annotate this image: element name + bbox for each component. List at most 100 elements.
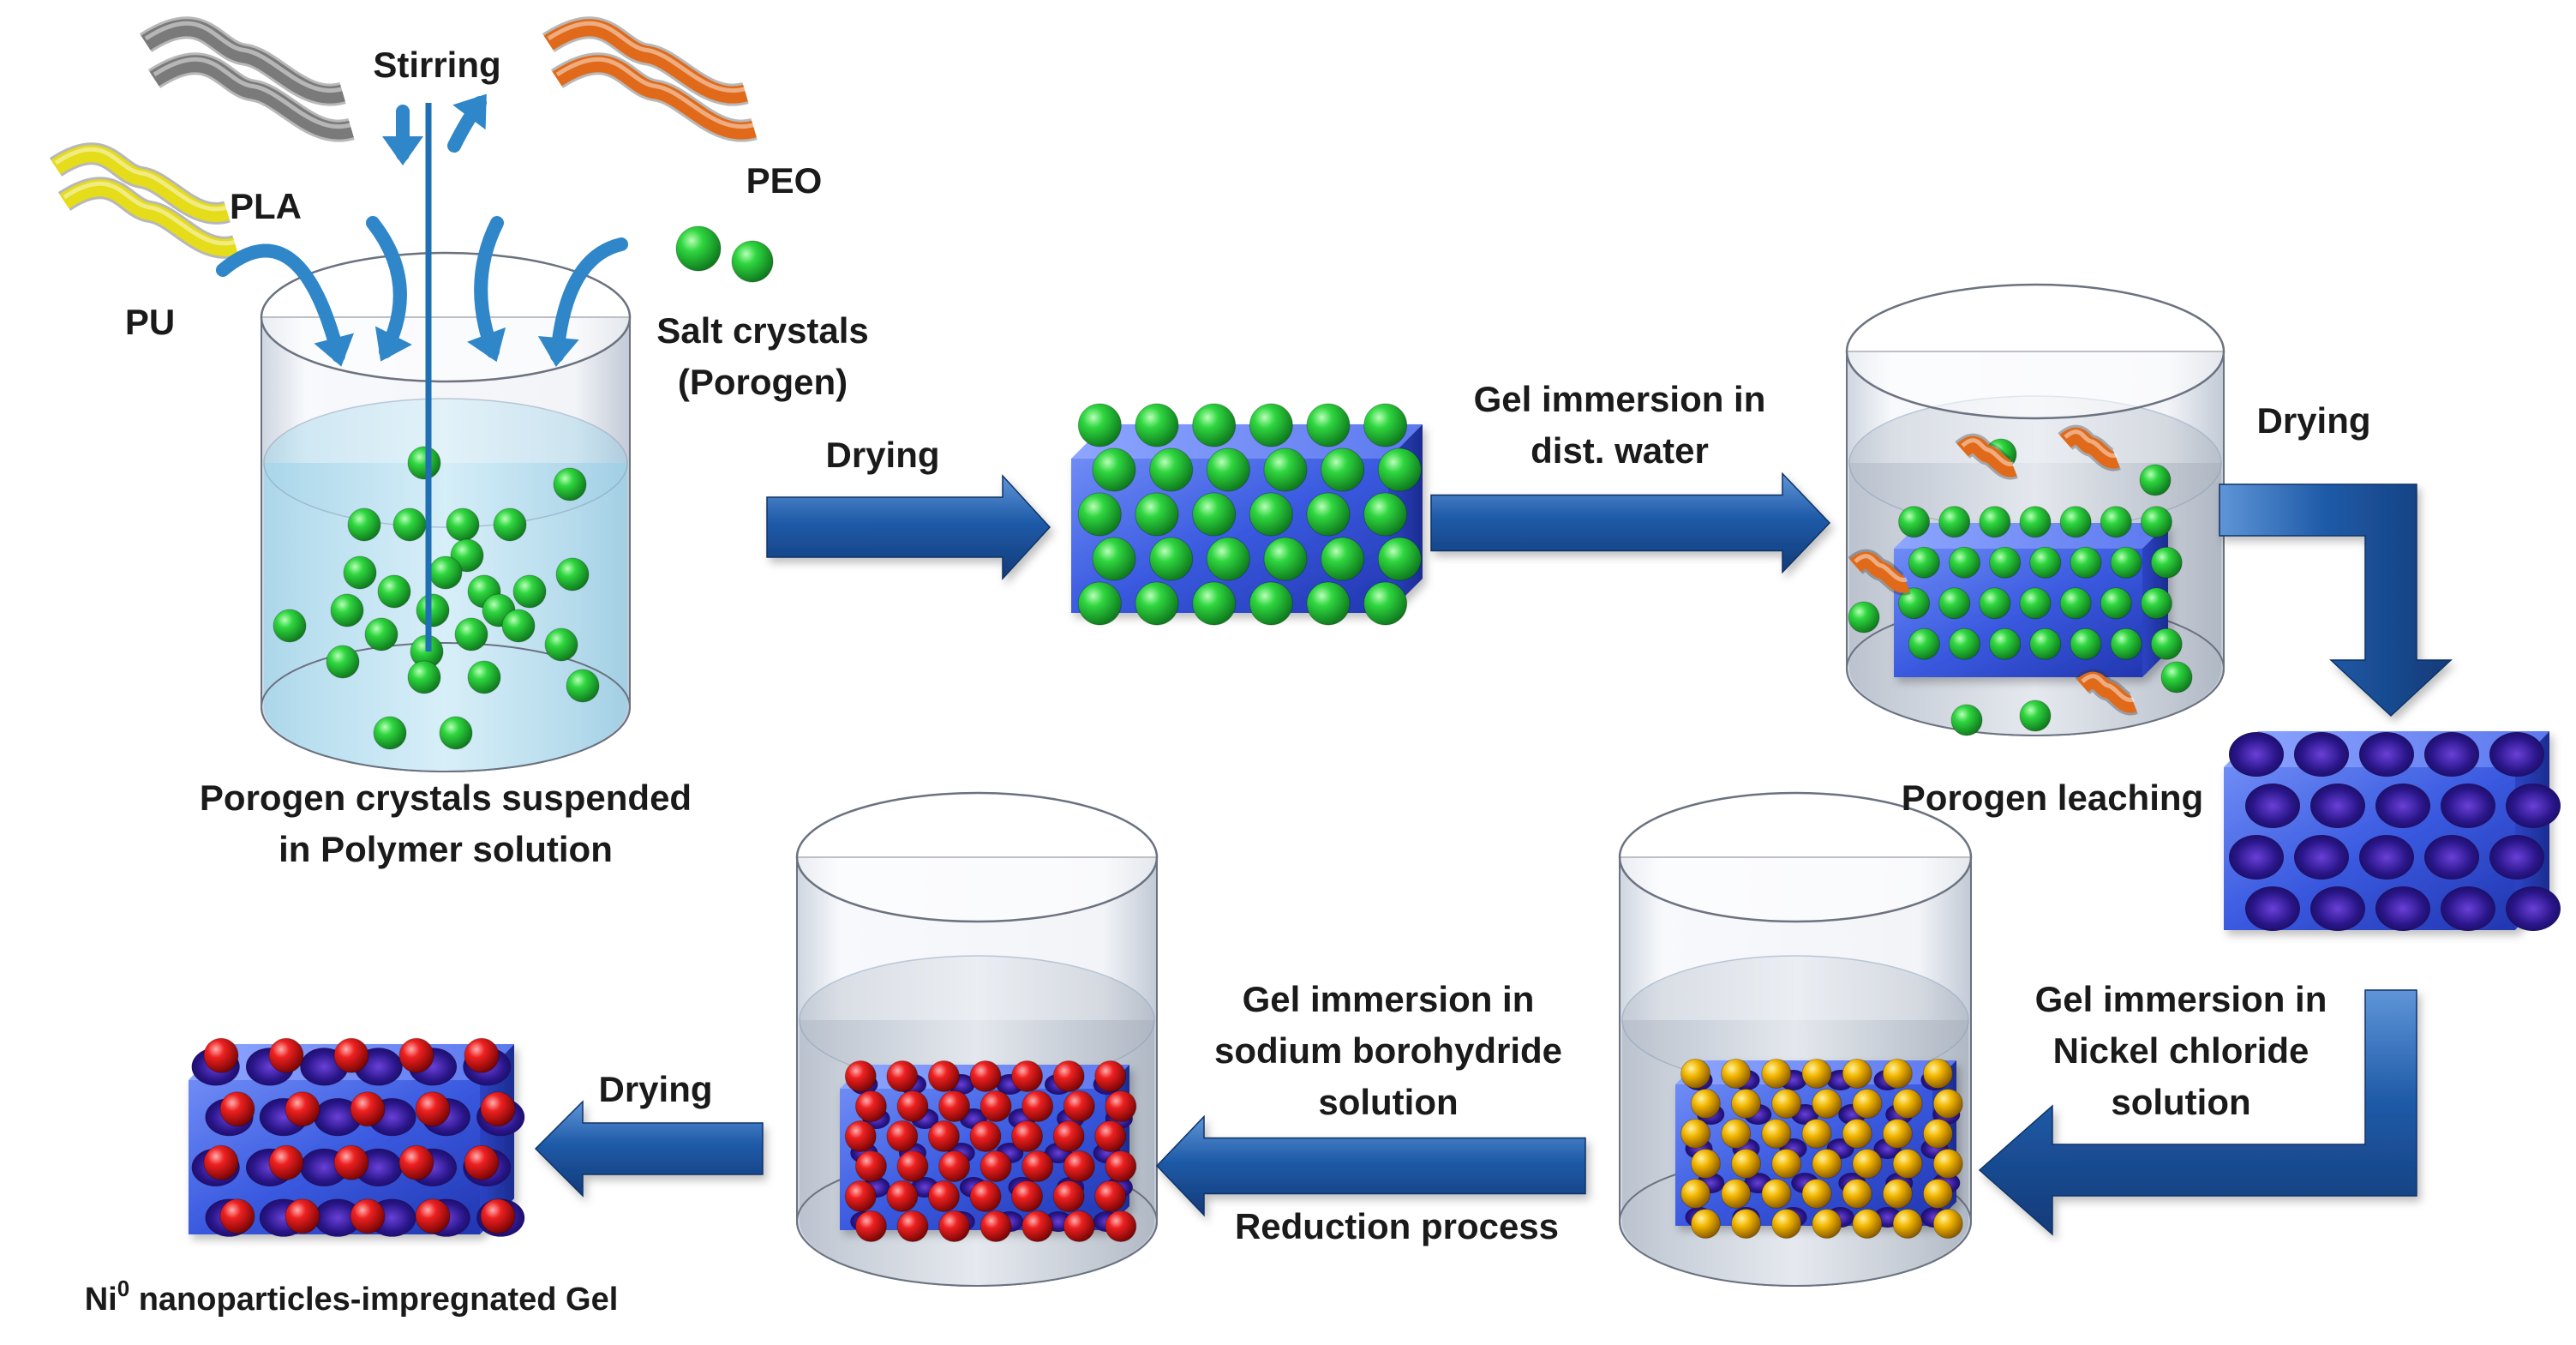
pore: [2310, 784, 2365, 828]
leaching-salt-sphere: [2110, 546, 2142, 579]
nickel-salt-sphere: [1852, 1149, 1883, 1179]
salt-crystal-source: [675, 225, 722, 272]
arrow-drying-1: [766, 474, 1051, 580]
leaching-peo-2: [2058, 424, 2121, 471]
pore: [2294, 732, 2349, 777]
leached-salt-crystal: [2139, 464, 2172, 496]
label-stirring: Stirring: [373, 45, 500, 85]
gel-salt-sphere: [1249, 403, 1293, 447]
gel-porous-side-face: [2515, 731, 2549, 930]
nickel-salt-sphere: [1731, 1149, 1761, 1179]
nickel-salt-sphere: [1892, 1149, 1923, 1179]
add-arrow-pu-head: [314, 333, 355, 367]
nickel-salt-sphere: [1721, 1179, 1752, 1209]
pore: [2489, 835, 2544, 880]
nickel-salt-sphere: [1801, 1179, 1832, 1209]
gel-salt-sphere: [1077, 581, 1122, 626]
arrow-drying-1-shape: [766, 474, 1051, 580]
nickel-nanoparticle: [1011, 1060, 1044, 1092]
nickel-nanoparticle: [927, 1060, 960, 1092]
leaching-salt-sphere: [2150, 546, 2183, 579]
nickel-salt-sphere: [1882, 1059, 1913, 1089]
nickel-salt-sphere: [1882, 1119, 1913, 1149]
leaching-salt-sphere: [1938, 506, 1971, 538]
polymer-pla-2-highlight: [153, 57, 352, 129]
pore: [2489, 732, 2544, 777]
nickel-nanoparticle: [927, 1180, 960, 1212]
nickel-nanoparticle: [1052, 1120, 1085, 1152]
leaching-salt-sphere: [2140, 587, 2172, 620]
nickel-salt-sphere: [1680, 1179, 1711, 1209]
label-salt-line2: (Porogen): [678, 362, 848, 402]
label-final-ni: Ni: [85, 1282, 117, 1318]
nickel-nanoparticle: [1021, 1150, 1054, 1182]
pore: [2375, 886, 2430, 931]
salt-crystal: [493, 507, 527, 542]
label-pu: PU: [125, 302, 175, 342]
pore: [2229, 732, 2284, 777]
leaching-peo-3-band: [1849, 551, 1910, 593]
final-nickel-nanoparticle: [464, 1144, 500, 1180]
gel-salt-sphere: [1377, 537, 1422, 581]
nickel-salt-sphere: [1842, 1179, 1872, 1209]
gel-salt-sphere: [1306, 581, 1351, 626]
arrow-immersion-water: [1430, 471, 1831, 574]
pore: [2424, 835, 2479, 880]
nickel-nanoparticle: [1105, 1090, 1137, 1122]
add-arrow-salt: [537, 237, 628, 367]
stir-arrow-down-head: [382, 136, 423, 165]
polymer-pu-2: [57, 177, 239, 259]
gel-salt-sphere: [1149, 447, 1194, 492]
salt-crystal: [439, 716, 473, 750]
final-nickel-nanoparticle: [285, 1091, 321, 1127]
gel-nickel-spheres: [1680, 1059, 1963, 1239]
final-nickel-nanoparticle: [203, 1037, 239, 1073]
leaching-salt-sphere: [1908, 546, 1940, 579]
gel-salt-sphere: [1263, 447, 1308, 492]
salt-crystal: [392, 507, 427, 542]
nickel-nanoparticle: [844, 1180, 877, 1212]
final-nickel-nanoparticle: [480, 1198, 516, 1234]
leaching-salt-sphere: [1938, 587, 1971, 620]
label-porogen-leaching: Porogen leaching: [1902, 778, 2203, 818]
arrow-reduction-shape: [1155, 1114, 1586, 1217]
nickel-nanoparticle: [1063, 1150, 1095, 1182]
gel-salt-sphere: [1306, 492, 1351, 537]
pore: [2310, 886, 2365, 931]
nickel-nanoparticle: [854, 1090, 887, 1122]
label-final-product: Ni0 nanoparticles-impregnated Gel: [85, 1276, 619, 1318]
gel-salt-sphere: [1249, 492, 1293, 537]
nickel-salt-sphere: [1922, 1179, 1953, 1209]
leaching-salt-sphere: [1898, 506, 1931, 538]
pore: [314, 1098, 362, 1137]
nickel-nanoparticle: [854, 1150, 887, 1182]
final-nickel-nanoparticle: [333, 1144, 369, 1180]
nickel-nanoparticle: [1094, 1060, 1127, 1092]
add-arrow-salt-head: [537, 335, 579, 367]
leaching-salt-sphere: [2019, 506, 2052, 538]
leaching-peo-4-band: [2076, 671, 2137, 713]
leaching-salt-sphere: [2059, 587, 2092, 620]
final-nickel-nanoparticle: [350, 1091, 386, 1127]
salt-crystal: [555, 557, 590, 591]
gel-salt-sphere: [1092, 537, 1136, 581]
nickel-nanoparticle: [979, 1150, 1012, 1182]
gel-final-spheres: [203, 1037, 516, 1234]
gel-salt-sphere: [1363, 403, 1408, 447]
pore: [2245, 784, 2300, 828]
nickel-salt-sphere: [1892, 1209, 1923, 1239]
beaker-borohydride-top-rim: [795, 791, 1159, 923]
gel-salt-sphere: [1077, 403, 1122, 447]
nickel-salt-sphere: [1680, 1119, 1711, 1149]
leached-salt-crystal: [2019, 700, 2052, 732]
final-nickel-nanoparticle: [203, 1144, 239, 1180]
label-immersion-water-line1: Gel immersion in: [1474, 379, 1766, 419]
nickel-salt-sphere: [1761, 1059, 1792, 1089]
label-peo: PEO: [746, 160, 823, 201]
nickel-nanoparticle: [969, 1120, 1002, 1152]
nickel-salt-sphere: [1690, 1089, 1721, 1119]
nickel-nanoparticle: [979, 1210, 1012, 1242]
nickel-salt-sphere: [1812, 1089, 1842, 1119]
leaching-salt-sphere: [2070, 546, 2102, 579]
nickel-salt-sphere: [1882, 1179, 1913, 1209]
